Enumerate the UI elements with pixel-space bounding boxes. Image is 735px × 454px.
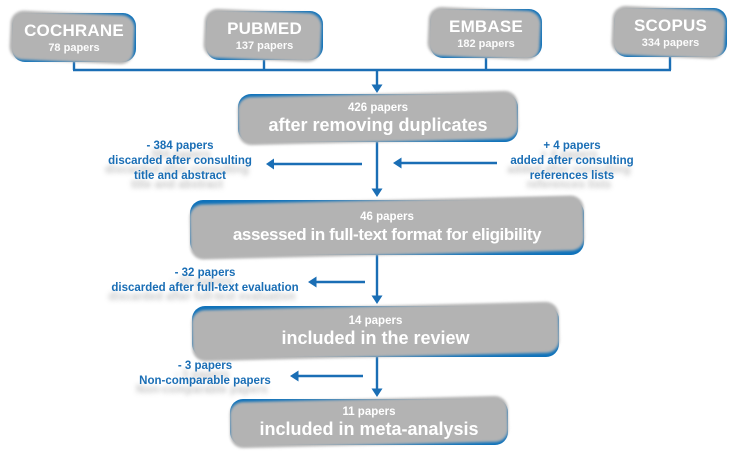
source-box-cochrane: COCHRANE 78 papers [12,13,136,62]
source-count: 137 papers [235,39,294,52]
source-box-pubmed: PUBMED 137 papers [206,11,323,60]
annotation-text: added after consulting [510,155,634,167]
stage-box-fulltext-eligibility: 46 papers assessed in full-text format f… [190,200,584,255]
arrowhead-down-icon [371,295,383,304]
stage-label: included in meta-analysis [259,418,479,439]
annotation-amount: + 4 papers [543,140,601,152]
stage-count: 46 papers [360,211,414,223]
source-count: 334 papers [641,36,700,49]
source-count: 78 papers [48,41,100,54]
stage-count: 14 papers [348,315,403,327]
source-box-embase: EMBASE 182 papers [430,9,542,58]
stage-box-included-metaanalysis: 11 papers included in meta-analysis [230,399,508,445]
annotation-text: references lists [529,170,615,182]
stage-label: assessed in full-text format for eligibi… [232,225,542,244]
annotation-amount: - 3 papers [177,360,233,372]
source-name: PUBMED [227,18,302,38]
source-name: COCHRANE [24,20,124,40]
stage-box-included-review: 14 papers included in the review [192,306,559,357]
annotation-text: Non-comparable papers [139,375,271,387]
annotation-amount: - 384 papers [146,140,214,152]
arrowhead-down-icon [371,188,383,197]
annotation-text: discarded after consulting [108,155,252,167]
arrowhead-down-icon [371,84,383,93]
source-name: SCOPUS [634,15,707,35]
stage-label: included in the review [281,328,470,348]
stage-box-after-duplicates: 426 papers after removing duplicates [238,94,518,142]
arrowhead-left-icon [393,157,402,169]
stage-count: 426 papers [347,101,409,114]
stage-label: after removing duplicates [268,114,488,135]
annotation-discard-fulltext: - 32 papers discarded after full-text ev… [90,266,320,296]
source-name: EMBASE [449,16,523,36]
source-count: 182 papers [457,37,515,50]
annotation-text: title and abstract [133,170,227,182]
annotation-non-comparable: - 3 papers Non-comparable papers [115,359,295,389]
annotation-discard-title-abstract: - 384 papers discarded after consulting … [90,139,270,184]
annotation-added-references: + 4 papers added after consulting refere… [482,139,662,184]
annotation-text: discarded after full-text evaluation [111,282,299,294]
stage-count: 11 papers [342,405,396,418]
annotation-amount: - 32 papers [174,267,236,279]
source-box-scopus: SCOPUS 334 papers [614,8,727,57]
arrowhead-down-icon [371,388,383,397]
